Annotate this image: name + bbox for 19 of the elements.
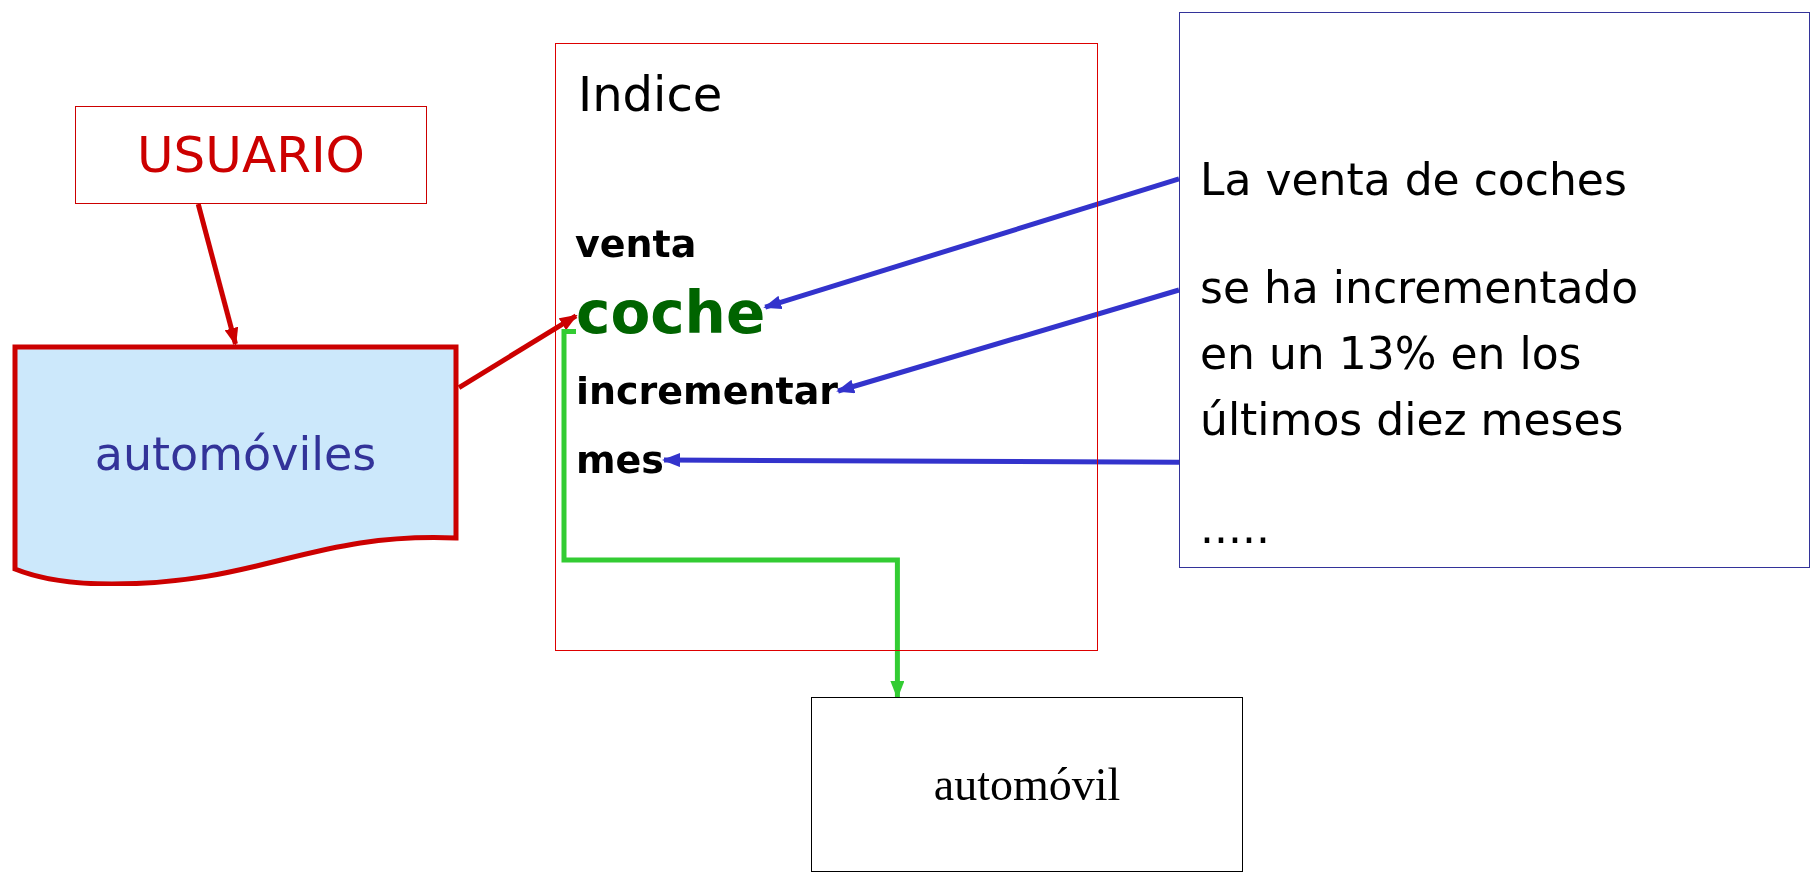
text-paragraph: ..... [1200,501,1271,555]
user-box: USUARIO [75,106,427,204]
arrow [662,453,1179,468]
document-label: automóviles [93,426,378,483]
arrow [836,287,1180,394]
index-box [555,43,1098,651]
arrow [561,329,905,699]
index-term: incrementar [576,372,839,410]
text-paragraph: se ha incrementado en un 13% en los últimos diez meses [1200,261,1640,447]
arrow [195,203,239,346]
index-title: Indice [578,65,723,124]
concept-box: automóvil [811,697,1243,872]
index-term: coche [576,284,766,342]
arrow [457,313,578,390]
text-box [1179,12,1810,568]
index-term: mes [576,441,664,479]
index-term-label: venta [575,225,697,263]
text-paragraph: La venta de coches [1200,153,1628,207]
arrow [763,176,1180,310]
